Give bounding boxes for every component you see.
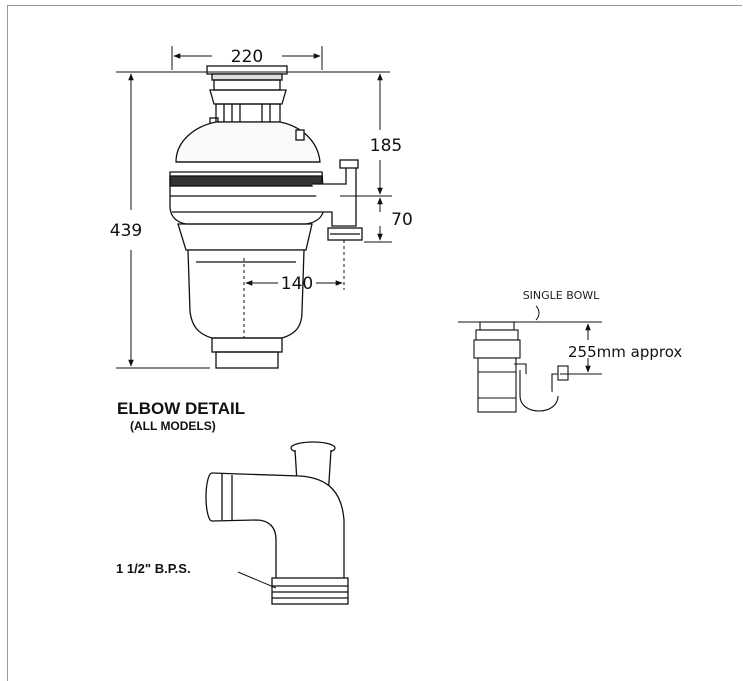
dim-outlet-offset-label: 140: [281, 274, 313, 294]
dim-total-height-label: 439: [110, 221, 142, 241]
disposer-unit-drawing: [169, 65, 363, 369]
elbow-detail-title: ELBOW DETAIL: [117, 399, 245, 418]
dimension-labels: 220 439 185 70 140: [110, 47, 413, 294]
dim-width-label: 220: [231, 47, 263, 67]
elbow-fitting-drawing: [205, 441, 349, 605]
dimension-lines: [116, 46, 392, 369]
page-frame: [7, 5, 742, 681]
pipe-size-label: 1 1/2" B.P.S.: [116, 561, 191, 576]
dim-top-to-outlet-label: 185: [370, 136, 402, 156]
elbow-detail-heading: ELBOW DETAIL (ALL MODELS): [117, 399, 245, 433]
single-bowl-dimension: [560, 321, 602, 375]
single-bowl-clearance-label: 255mm approx: [568, 343, 682, 361]
single-bowl-drawing: [458, 321, 600, 413]
elbow-detail-subtitle: (ALL MODELS): [130, 419, 216, 433]
single-bowl-title: SINGLE BOWL: [523, 289, 600, 302]
dim-outlet-height-label: 70: [391, 210, 413, 230]
single-bowl-leader: [535, 305, 540, 321]
pipe-size-leader: [237, 571, 277, 589]
